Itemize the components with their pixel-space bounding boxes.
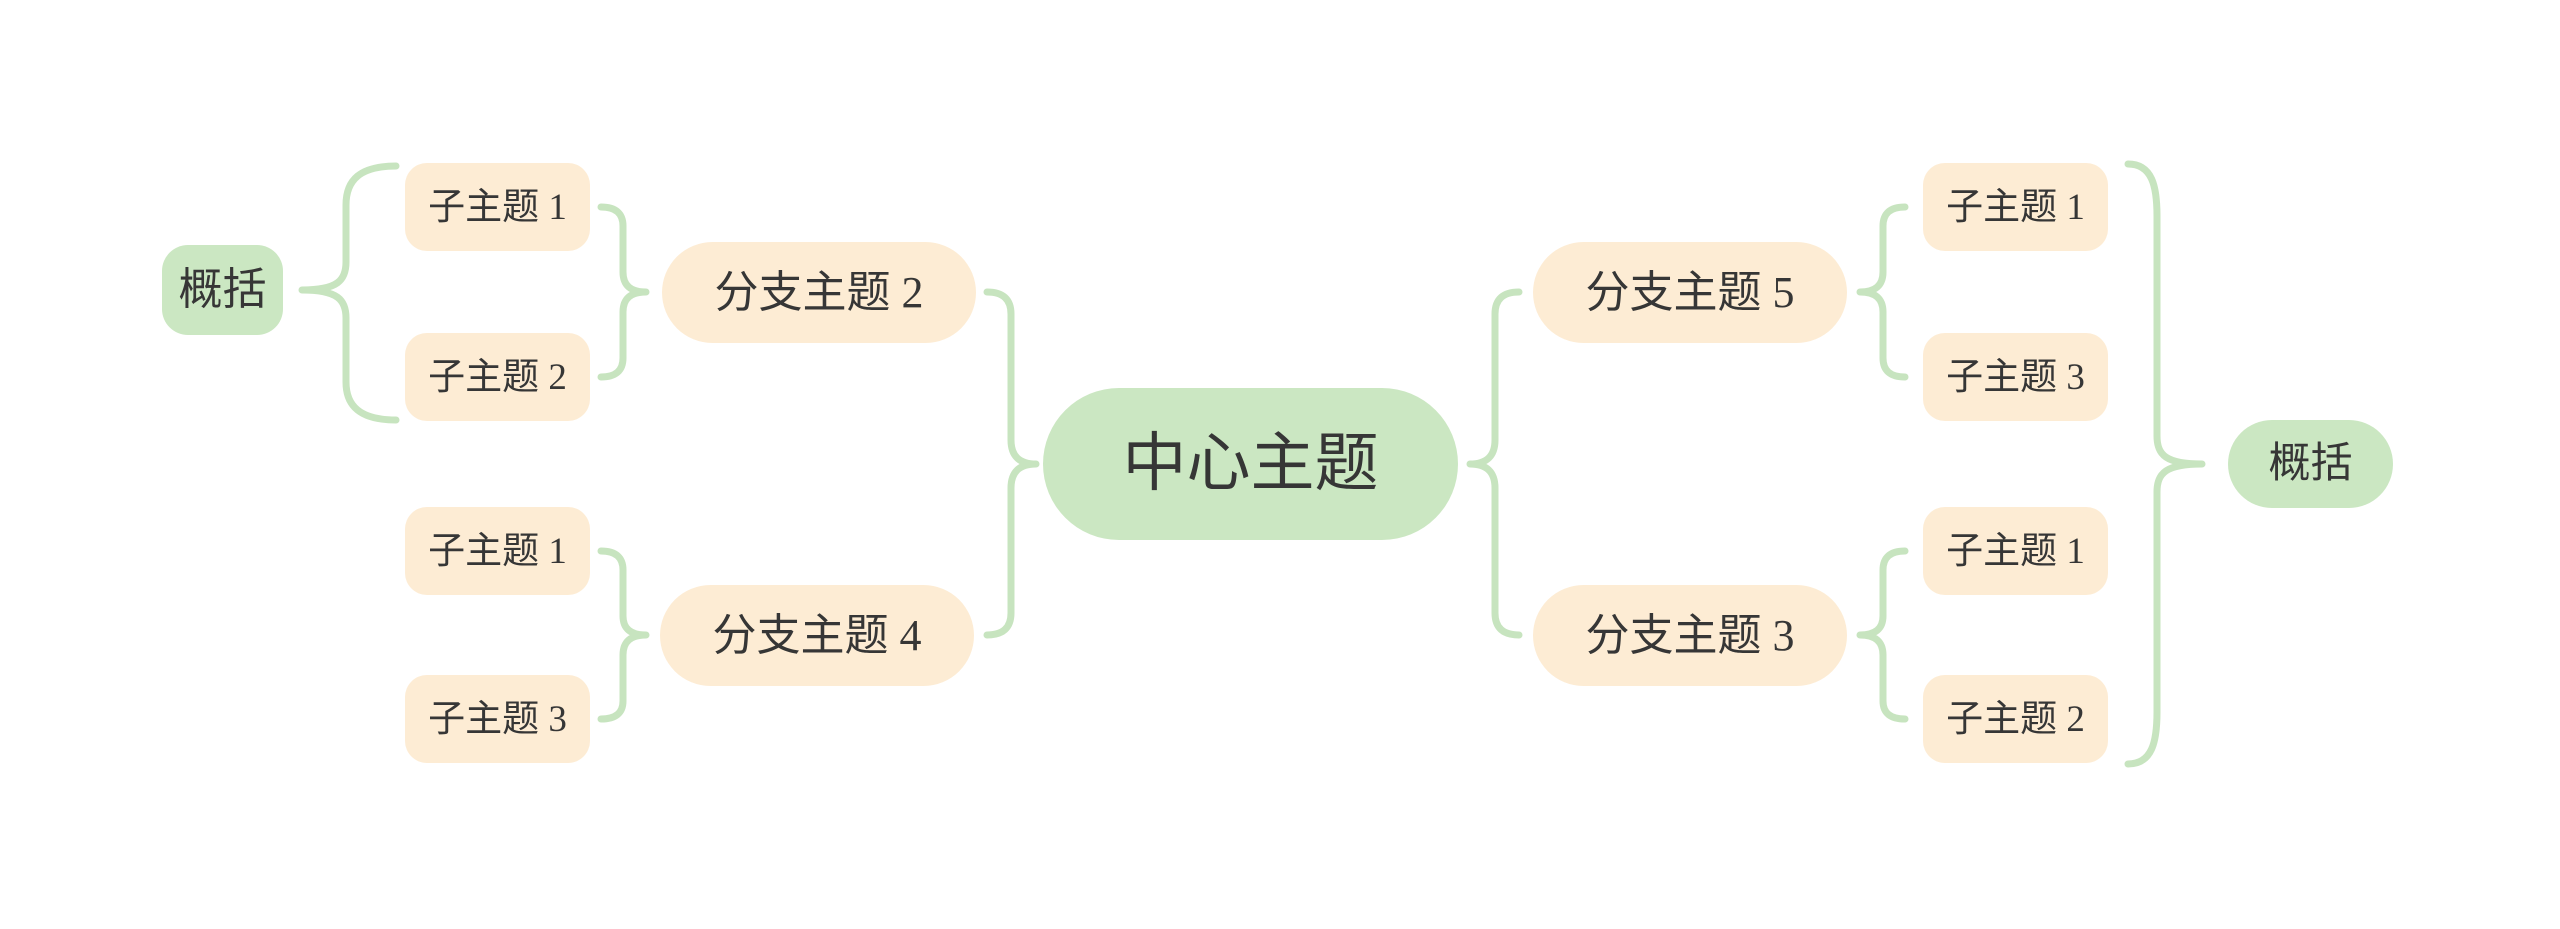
branch-topic-3[interactable]: 分支主题 3: [1533, 585, 1847, 686]
brace-center-left: [983, 288, 1040, 639]
branch-topic-5[interactable]: 分支主题 5: [1533, 242, 1847, 343]
subtopic-branch4-child1[interactable]: 子主题 1: [405, 507, 590, 595]
subtopic-branch3-child2[interactable]: 子主题 2: [1923, 675, 2108, 763]
subtopic-branch3-child1[interactable]: 子主题 1: [1923, 507, 2108, 595]
subtopic-branch5-child2[interactable]: 子主题 3: [1923, 333, 2108, 421]
summary-right[interactable]: 概括: [2228, 420, 2393, 508]
branch-topic-4[interactable]: 分支主题 4: [660, 585, 974, 686]
branch-topic-2[interactable]: 分支主题 2: [662, 242, 976, 343]
brace-branch-3-children: [1856, 547, 1909, 723]
summary-left[interactable]: 概括: [162, 245, 283, 335]
brace-center-right: [1466, 288, 1523, 639]
brace-left-summary: [298, 162, 400, 424]
subtopic-branch2-child1[interactable]: 子主题 1: [405, 163, 590, 251]
brace-right-summary: [2124, 160, 2206, 768]
subtopic-branch4-child2[interactable]: 子主题 3: [405, 675, 590, 763]
brace-branch-5-children: [1856, 203, 1909, 381]
brace-branch-4-children: [597, 547, 650, 723]
subtopic-branch5-child1[interactable]: 子主题 1: [1923, 163, 2108, 251]
subtopic-branch2-child2[interactable]: 子主题 2: [405, 333, 590, 421]
brace-branch-2-children: [597, 203, 650, 381]
central-topic[interactable]: 中心主题: [1043, 388, 1458, 540]
